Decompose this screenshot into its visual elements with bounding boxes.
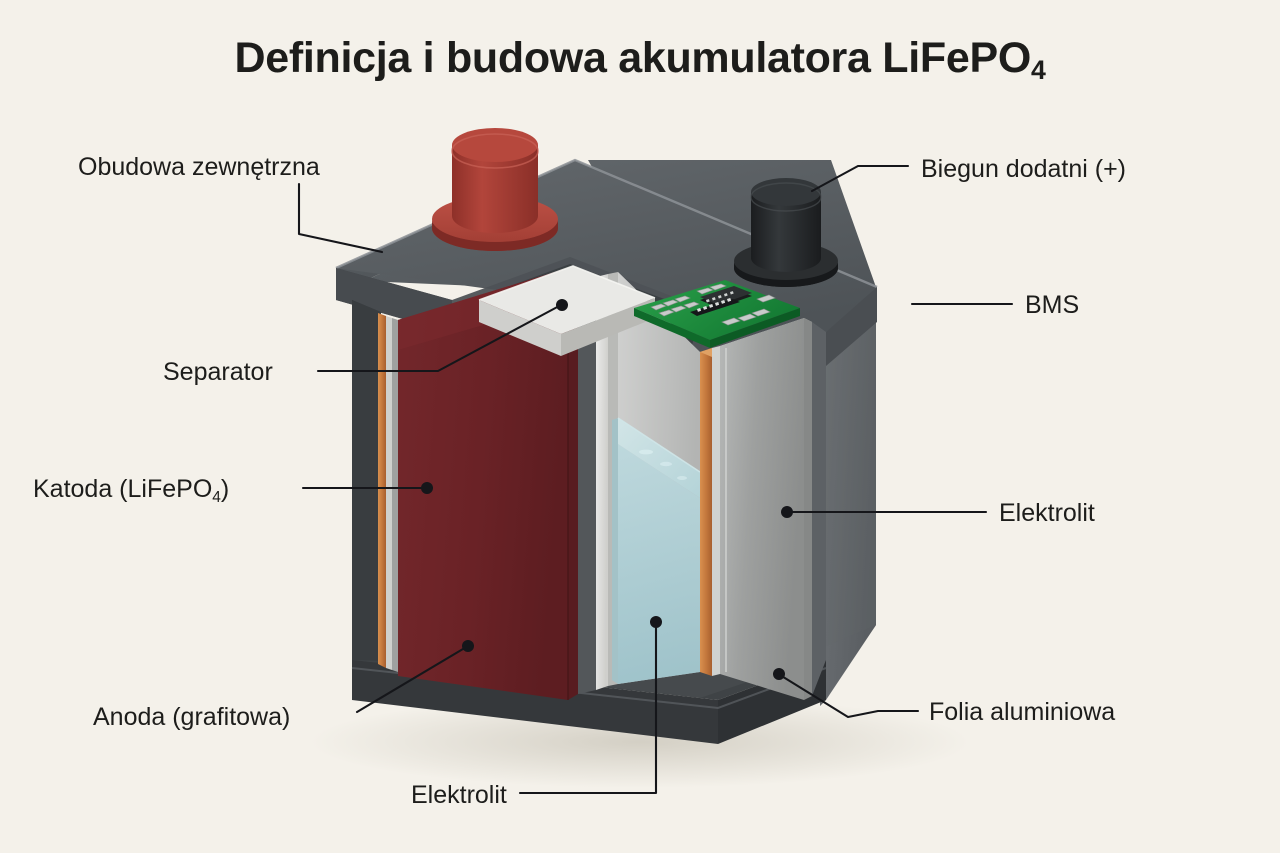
- middle-separator-stack: [578, 272, 618, 694]
- label-case: Obudowa zewnętrzna: [78, 153, 320, 181]
- bms-pcb-front: [634, 308, 710, 348]
- leader-case: [297, 182, 384, 254]
- electrolyte-bubble-1: [639, 449, 653, 455]
- label-cathode-suffix: ): [220, 475, 230, 503]
- bms-connector: [690, 299, 740, 316]
- terminal-negative[interactable]: [734, 178, 838, 287]
- separator-film-left-b: [392, 318, 398, 672]
- bms-pcb-right: [710, 308, 800, 348]
- dot-anode: [462, 640, 474, 652]
- bms-pcb-top: [634, 280, 800, 340]
- case-back-face: [820, 300, 876, 706]
- label-separator: Separator: [163, 358, 273, 386]
- terminal-positive[interactable]: [432, 128, 558, 251]
- label-cathode-subscript: 4: [212, 489, 221, 506]
- label-cathode: Katoda (LiFePO4): [33, 475, 230, 506]
- case-left-wall-front: [352, 300, 381, 700]
- right-layer-stack: [700, 318, 812, 700]
- bms-smd-capacitors: [650, 283, 776, 326]
- label-aluminium-foil: Folia aluminiowa: [929, 698, 1116, 726]
- aluminium-plate-right: [804, 318, 812, 700]
- electrolyte-bubble-2: [660, 461, 672, 467]
- separator-slab-top: [479, 266, 655, 334]
- dot-electrolyte-right: [781, 506, 793, 518]
- dot-separator: [556, 299, 568, 311]
- label-electrolyte-bottom: Elektrolit: [411, 781, 507, 809]
- separator-slab-edge: [478, 265, 656, 301]
- cathode-right-face: [568, 268, 578, 700]
- leader-electrolyte-bottom: [518, 621, 658, 795]
- dot-aluminium: [773, 668, 785, 680]
- leader-aluminium: [778, 673, 920, 719]
- leader-lines: [297, 164, 1014, 795]
- separator-slab-right: [561, 298, 655, 356]
- page-title-text: Definicja i budowa akumulatora LiFePO: [234, 34, 1031, 82]
- bms-components: [650, 283, 776, 326]
- positive-terminal-base-side: [432, 219, 558, 251]
- positive-terminal-post-side: [452, 145, 538, 233]
- electrolyte-left-face: [612, 418, 618, 684]
- electrolyte-bubble-3: [677, 476, 687, 480]
- negative-terminal-post-top: [751, 178, 821, 206]
- aluminium-plate-front: [720, 318, 804, 700]
- dot-cathode: [421, 482, 433, 494]
- bms-connector-pins: [697, 297, 732, 312]
- leader-positive: [810, 164, 910, 193]
- negative-terminal-post-rim: [750, 182, 822, 212]
- label-positive-terminal: Biegun dodatni (+): [921, 155, 1127, 183]
- page-title-subscript: 4: [1030, 55, 1046, 85]
- cell-cavity: [612, 272, 701, 684]
- copper-foil-left: [378, 313, 386, 668]
- bms-ic-pins: [706, 291, 734, 303]
- case-inner-partition: [578, 272, 596, 694]
- negative-terminal-base-side: [734, 261, 838, 287]
- dot-electrolyte-bottom: [650, 616, 662, 628]
- label-cathode-text: Katoda (LiFePO: [33, 475, 213, 503]
- positive-terminal-post-rim: [451, 133, 539, 169]
- case-inner-back-wall: [812, 322, 826, 696]
- positive-terminal-post-top: [452, 128, 538, 162]
- electrolyte-level-line: [617, 417, 701, 473]
- page-title: Definicja i budowa akumulatora LiFePO4: [0, 34, 1280, 85]
- separator-film-left-a: [386, 316, 392, 670]
- label-anode: Anoda (grafitowa): [93, 703, 291, 731]
- negative-terminal-post-side: [751, 192, 821, 272]
- label-bms: BMS: [1025, 291, 1080, 319]
- bms-board[interactable]: [634, 280, 800, 348]
- cathode-front-face: [398, 268, 568, 700]
- label-electrolyte-right: Elektrolit: [999, 499, 1095, 527]
- electrolyte-body: [618, 444, 700, 684]
- copper-foil-right: [700, 348, 712, 676]
- leader-dots: [421, 299, 793, 680]
- ground-shadow: [310, 696, 970, 788]
- alu-foil-thin: [712, 346, 720, 676]
- left-layer-stack: [378, 313, 398, 672]
- lid-front-right-band: [826, 287, 877, 366]
- leader-anode: [355, 644, 470, 714]
- separator-plate-front: [596, 274, 608, 690]
- leader-separator: [316, 303, 563, 373]
